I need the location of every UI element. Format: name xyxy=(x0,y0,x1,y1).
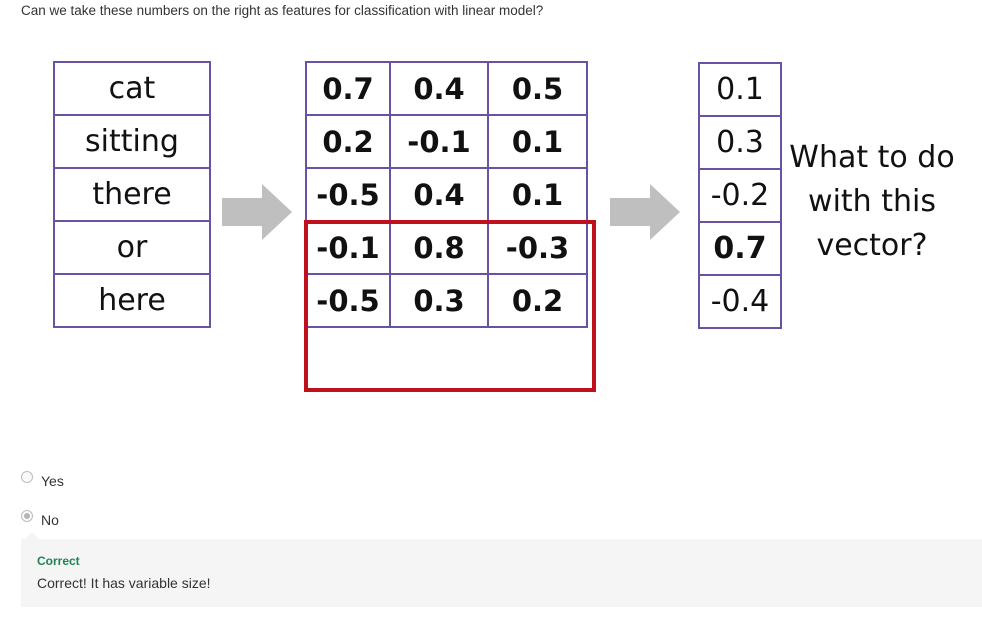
embedding-figure: cat sitting there or here 0.7 0.4 0.5 0.… xyxy=(53,61,962,392)
vector-cell: 0.7 xyxy=(698,221,782,276)
vector-question-line: with this xyxy=(808,184,936,219)
radio-button-yes[interactable] xyxy=(21,471,33,483)
word-cell: sitting xyxy=(53,114,211,169)
matrix-cell: -0.1 xyxy=(305,220,391,275)
right-arrow-icon xyxy=(610,184,680,240)
word-cell: here xyxy=(53,273,211,328)
feedback-pointer xyxy=(25,532,39,539)
embedding-matrix: 0.7 0.4 0.5 0.2 -0.1 0.1 -0.5 0.4 0.1 -0… xyxy=(305,61,588,328)
words-table: cat sitting there or here xyxy=(53,61,211,328)
matrix-row: -0.5 0.4 0.1 xyxy=(305,167,588,222)
vector-cell: -0.4 xyxy=(698,274,782,329)
matrix-row: -0.5 0.3 0.2 xyxy=(305,273,588,328)
matrix-cell: 0.1 xyxy=(487,114,588,169)
feedback-title: Correct xyxy=(37,554,80,568)
question-text: Can we take these numbers on the right a… xyxy=(21,3,544,18)
feedback-panel: Correct Correct! It has variable size! xyxy=(21,532,982,607)
vector-question-line: What to do xyxy=(789,140,955,175)
matrix-cell: 0.3 xyxy=(389,273,489,328)
vector-question-line: vector? xyxy=(816,228,928,263)
matrix-cell: -0.5 xyxy=(305,273,391,328)
vector-cell: 0.1 xyxy=(698,62,782,117)
vector-cell: -0.2 xyxy=(698,168,782,223)
matrix-row: -0.1 0.8 -0.3 xyxy=(305,220,588,275)
matrix-cell: 0.5 xyxy=(487,61,588,116)
vector-question: What to do with this vector? xyxy=(782,136,962,268)
option-label[interactable]: Yes xyxy=(41,473,64,489)
word-cell: or xyxy=(53,220,211,275)
vector-cell: 0.3 xyxy=(698,115,782,170)
matrix-cell: 0.4 xyxy=(389,61,489,116)
matrix-cell: 0.4 xyxy=(389,167,489,222)
result-vector: 0.1 0.3 -0.2 0.7 -0.4 xyxy=(698,62,782,329)
matrix-cell: 0.2 xyxy=(487,273,588,328)
matrix-cell: 0.2 xyxy=(305,114,391,169)
matrix-cell: -0.3 xyxy=(487,220,588,275)
matrix-row: 0.7 0.4 0.5 xyxy=(305,61,588,116)
matrix-cell: 0.1 xyxy=(487,167,588,222)
matrix-row: 0.2 -0.1 0.1 xyxy=(305,114,588,169)
option-label[interactable]: No xyxy=(41,512,59,528)
word-cell: there xyxy=(53,167,211,222)
highlight-box xyxy=(304,220,596,392)
matrix-cell: 0.8 xyxy=(389,220,489,275)
matrix-cell: 0.7 xyxy=(305,61,391,116)
radio-button-no[interactable] xyxy=(21,510,33,522)
feedback-text: Correct! It has variable size! xyxy=(37,575,211,591)
right-arrow-icon xyxy=(222,184,292,240)
matrix-cell: -0.1 xyxy=(389,114,489,169)
word-cell: cat xyxy=(53,61,211,116)
matrix-cell: -0.5 xyxy=(305,167,391,222)
